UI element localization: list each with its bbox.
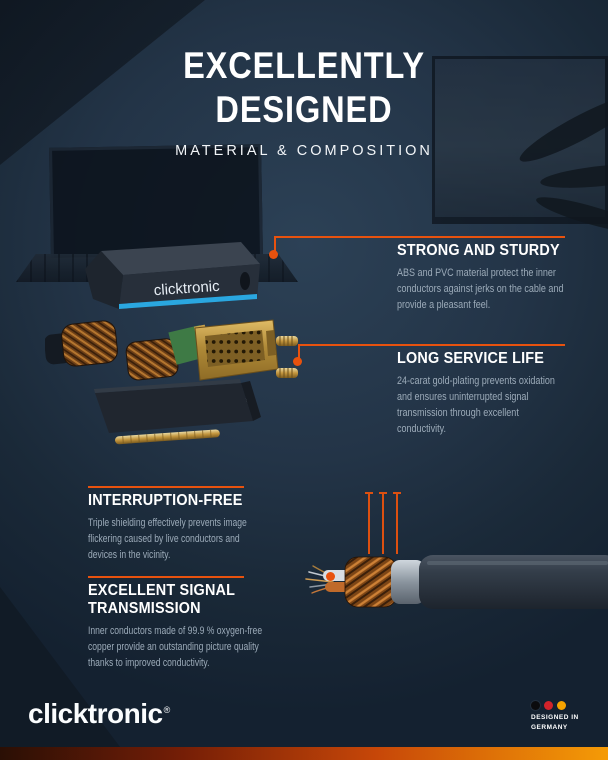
badge-text: DESIGNED IN GERMANY — [531, 713, 579, 733]
flag-dot-red — [544, 701, 553, 710]
brand-logo: clicktronic® — [28, 698, 170, 730]
connector-brand-text: clicktronic — [153, 278, 220, 300]
feature-title: INTERRUPTION-FREE — [88, 492, 243, 509]
designed-in-germany-badge: DESIGNED IN GERMANY — [531, 701, 579, 733]
feature-excellent-signal-transmission: EXCELLENT SIGNAL TRANSMISSION Inner cond… — [88, 582, 340, 672]
feature-interruption-free: INTERRUPTION-FREE Triple shielding effec… — [88, 492, 310, 564]
feature-body: Triple shielding effectively prevents im… — [88, 517, 247, 561]
callout-line-interruption-free — [88, 486, 244, 488]
feature-body: 24-carat gold-plating prevents oxidation… — [397, 375, 555, 435]
feature-title: STRONG AND STURDY — [397, 242, 560, 259]
cable-cross-section-illustration — [305, 555, 608, 609]
callout-line-excellent-signal — [88, 576, 244, 578]
cable-jacket — [419, 555, 608, 609]
callout-dot-cable — [326, 572, 335, 581]
callout-line-strong-and-sturdy — [274, 236, 565, 238]
main-title: EXCELLENTLY DESIGNED — [0, 44, 608, 133]
feature-body: ABS and PVC material protect the inner c… — [397, 267, 564, 311]
badge-line-1: DESIGNED IN — [531, 714, 579, 721]
title-line-1: EXCELLENTLY — [183, 45, 425, 86]
callout-connector-long-service-life — [298, 344, 300, 360]
header: EXCELLENTLY DESIGNED MATERIAL & COMPOSIT… — [0, 44, 608, 159]
connector-housing-top: clicktronic — [85, 242, 260, 309]
foil-shield — [391, 560, 425, 604]
palm-leaf-decor — [539, 159, 608, 193]
registered-mark: ® — [163, 704, 171, 715]
subtitle: MATERIAL & COMPOSITION — [175, 142, 433, 159]
cable-layer-marker — [365, 492, 373, 554]
feature-title: LONG SERVICE LIFE — [397, 350, 545, 367]
copper-braid-segment — [45, 320, 118, 367]
callout-connector-strong-and-sturdy — [274, 236, 276, 253]
german-flag-dots — [531, 701, 579, 710]
callout-line-long-service-life — [298, 344, 565, 346]
flag-dot-gold — [557, 701, 566, 710]
feature-body: Inner conductors made of 99.9 % oxygen-f… — [88, 625, 263, 669]
feature-long-service-life: LONG SERVICE LIFE 24-carat gold-plating … — [397, 350, 605, 438]
callout-dot-long-service-life — [293, 357, 302, 366]
gold-dvi-connector — [194, 319, 298, 381]
title-line-2: DESIGNED — [215, 89, 393, 131]
cable-layer-marker — [393, 492, 401, 554]
exploded-connector-illustration: clicktronic — [45, 242, 298, 445]
cable-layer-marker — [379, 492, 387, 554]
feature-strong-and-sturdy: STRONG AND STURDY ABS and PVC material p… — [397, 242, 605, 314]
feature-title: EXCELLENT SIGNAL TRANSMISSION — [88, 582, 235, 617]
flag-dot-black — [531, 701, 540, 710]
palm-leaf-decor — [533, 190, 608, 240]
connector-housing-bottom — [94, 379, 261, 433]
badge-line-2: GERMANY — [531, 723, 568, 731]
callout-dot-strong-and-sturdy — [269, 250, 278, 259]
bottom-gradient-bar — [0, 747, 608, 760]
copper-braid-shield — [344, 556, 398, 608]
gold-screw-rod — [115, 429, 220, 445]
brand-name: clicktronic — [28, 698, 163, 729]
cable-highlight — [427, 561, 608, 565]
